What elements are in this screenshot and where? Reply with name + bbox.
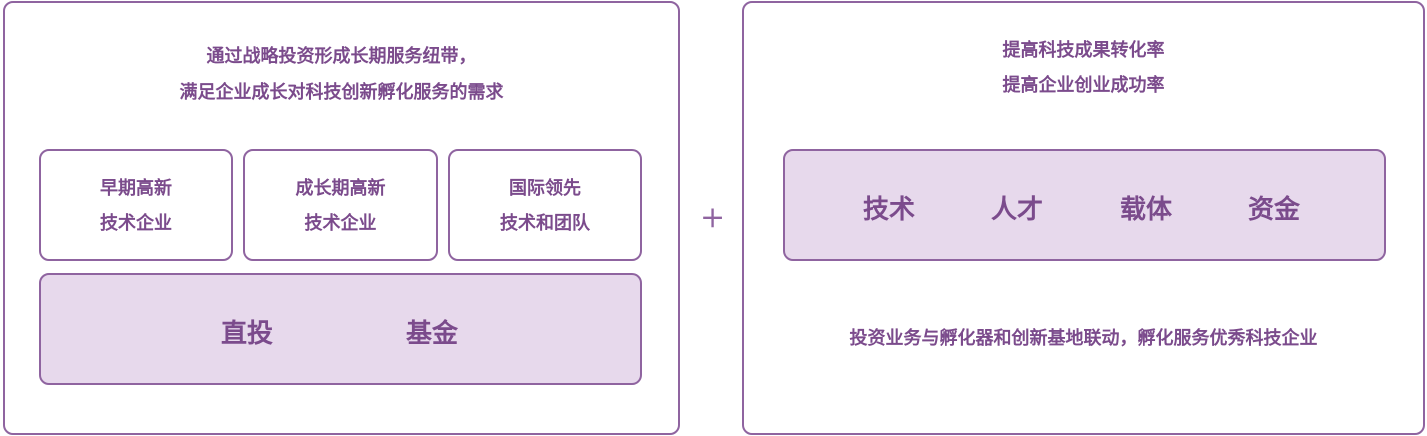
left-title-line: 满足企业成长对科技创新孵化服务的需求 [179, 82, 504, 103]
right-footer: 投资业务与孵化器和创新基地联动，孵化服务优秀科技企业 [849, 328, 1318, 349]
fund: 基金 [406, 319, 459, 349]
resource-talent: 人才 [991, 195, 1044, 225]
card-growth-stage: 成长期高新技术企业 [243, 149, 438, 261]
card-line: 技术和团队 [500, 213, 590, 234]
resource-technology: 技术 [863, 195, 916, 225]
card-line: 技术企业 [100, 213, 172, 234]
card-early-stage: 早期高新技术企业 [39, 149, 233, 261]
left-title-line: 通过战略投资形成长期服务纽带， [206, 46, 477, 67]
direct-investment: 直投 [221, 319, 274, 349]
resource-capital: 资金 [1248, 195, 1301, 225]
right-title-line: 提高科技成果转化率 [1002, 40, 1165, 61]
investment-base: 直投 基金 [39, 273, 642, 385]
card-line: 早期高新 [100, 178, 172, 199]
resource-carrier: 载体 [1120, 195, 1173, 225]
card-line: 成长期高新 [295, 178, 386, 199]
plus-sign: + [700, 200, 726, 235]
card-line: 国际领先 [509, 178, 581, 199]
left-title: 通过战略投资形成长期服务纽带， 满足企业成长对科技创新孵化服务的需求 [5, 39, 678, 111]
resources-box: 技术 人才 载体 资金 [783, 149, 1386, 261]
right-title-line: 提高企业创业成功率 [1002, 75, 1165, 96]
card-international: 国际领先技术和团队 [448, 149, 642, 261]
card-line: 技术企业 [304, 213, 377, 234]
